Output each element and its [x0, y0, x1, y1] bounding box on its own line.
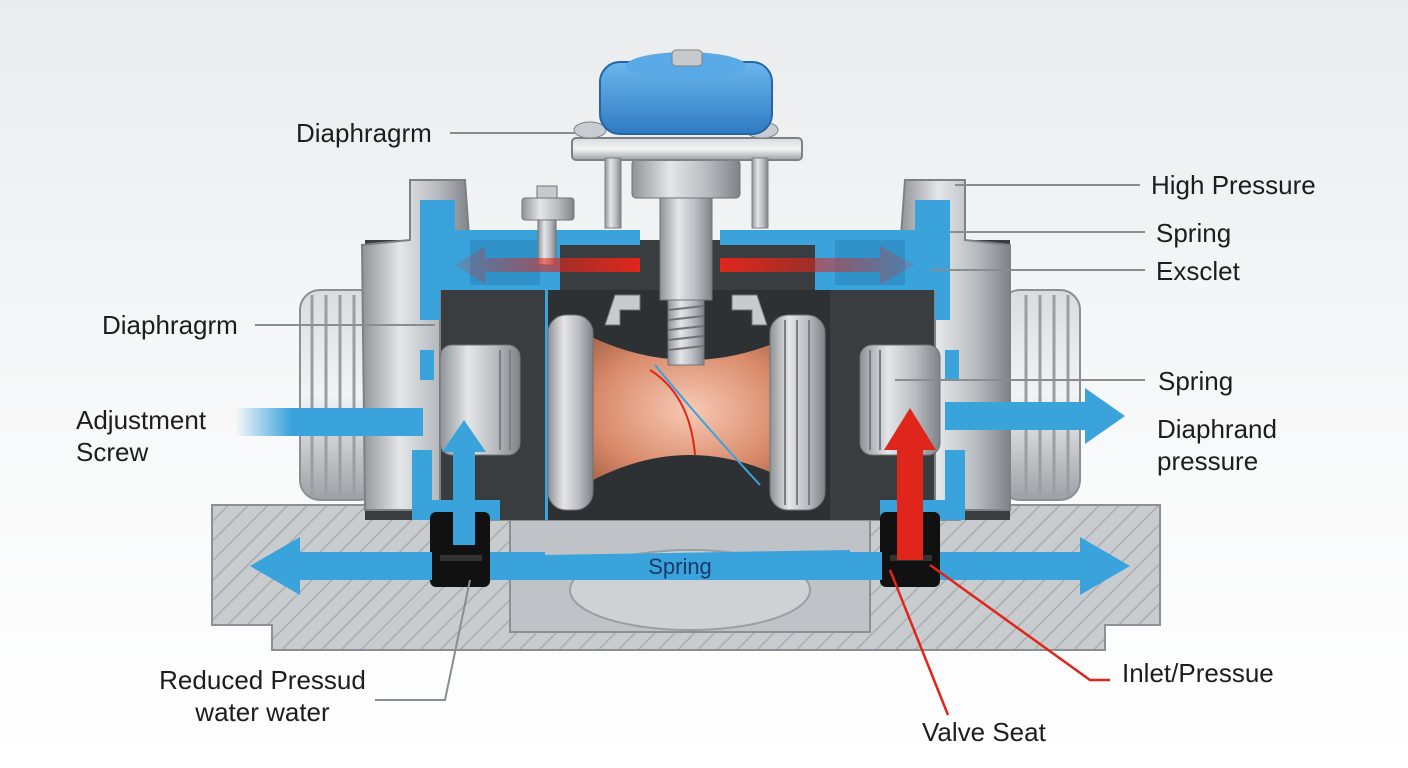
label-high-pressure: High Pressure [1151, 170, 1316, 200]
spring-channel-label: Spring [648, 554, 712, 579]
bolt-icon [521, 185, 575, 266]
label-diaphragm-left: Diaphragrm [102, 310, 238, 340]
up-flow-arrow [442, 420, 486, 545]
label-diaphrand-pressure: Diaphrand pressure [1157, 414, 1277, 476]
label-inlet-pressure: Inlet/Pressue [1122, 658, 1274, 688]
label-reduced-pressure: Reduced Pressud water water [159, 665, 366, 727]
inlet-flow-arrow [235, 408, 423, 436]
label-valve-seat: Valve Seat [922, 717, 1046, 747]
adjustment-stem [604, 159, 768, 366]
bottom-flow-arrow [250, 537, 1130, 595]
label-spring-upper: Spring [1156, 218, 1232, 248]
label-adjustment-screw: Adjustment Screw [76, 405, 207, 467]
label-spring-mid: Spring [1158, 366, 1234, 396]
leader-lines [255, 132, 1145, 701]
knob-icon [599, 49, 773, 135]
label-diaphragm-top: Diaphragrm [296, 118, 432, 148]
copper-venturi [560, 320, 820, 500]
high-pressure-right-arrow [720, 246, 915, 284]
label-exsclet: Exsclet [1156, 256, 1240, 286]
high-pressure-up-arrow [884, 408, 936, 560]
high-pressure-left-arrow [455, 246, 640, 284]
outlet-flow-arrow [945, 388, 1125, 444]
right-pipe-end [999, 289, 1081, 501]
